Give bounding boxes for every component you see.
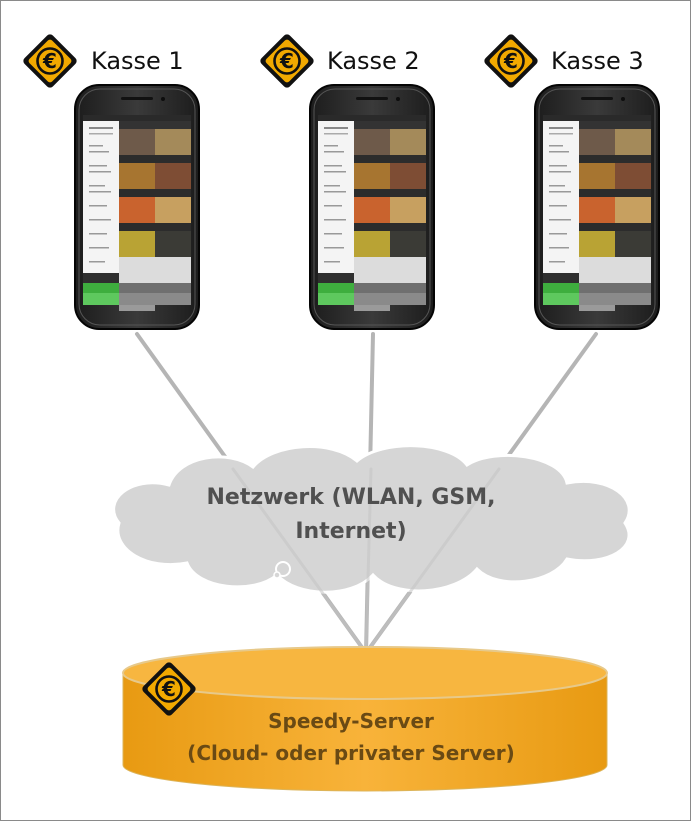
kasse-3-label: Kasse 3: [551, 47, 644, 75]
phone-device-3: [534, 84, 660, 330]
euro-sign-icon: [481, 31, 541, 91]
overlay-line-1: [231, 467, 368, 655]
cylinder-top: [122, 646, 608, 700]
cloud-puff-tiny: [273, 571, 281, 579]
cylinder-body: [122, 672, 608, 792]
overlay-line-2: [364, 467, 373, 655]
phone-device-2: [309, 84, 435, 330]
pos-terminal-1: [20, 31, 200, 330]
pos-terminal-2: [257, 31, 435, 330]
overlay-line-3: [364, 467, 501, 655]
kasse-2-label: Kasse 2: [327, 47, 420, 75]
server-label-line-1: Speedy-Server: [268, 709, 434, 733]
pos-terminal-3: [481, 31, 660, 330]
server-cylinder: [122, 646, 608, 792]
kasse-1-label: Kasse 1: [91, 47, 184, 75]
server-label-line-2: (Cloud- oder privater Server): [187, 741, 515, 765]
network-label-line-2: Internet): [295, 519, 407, 544]
phone-device-1: [74, 84, 200, 330]
euro-sign-icon: [257, 31, 317, 91]
euro-sign-icon: [20, 31, 80, 91]
cloud-lines-overlay: [231, 467, 501, 655]
network-label-line-1: Netzwerk (WLAN, GSM,: [206, 485, 496, 510]
